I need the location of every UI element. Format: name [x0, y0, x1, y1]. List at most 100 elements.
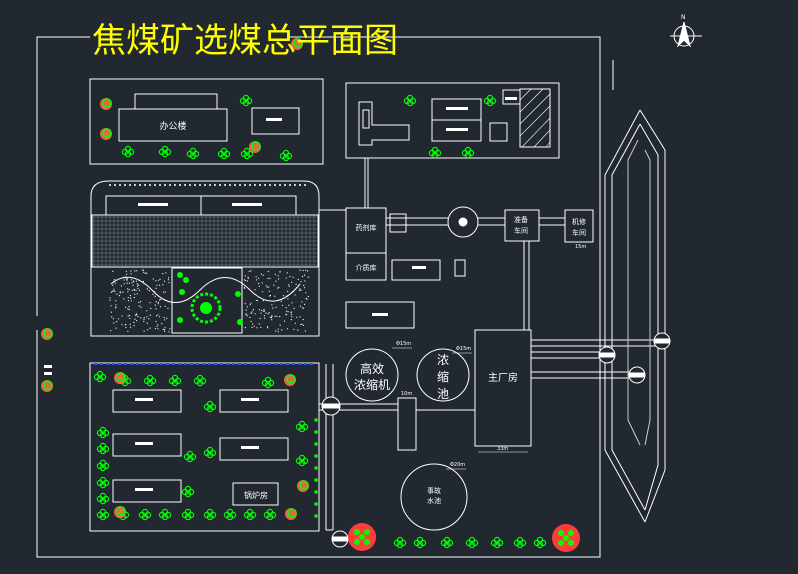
staff-compound — [89, 362, 320, 532]
fountain-icon — [190, 292, 222, 324]
tree-icon — [461, 146, 475, 159]
tree-icon — [295, 420, 309, 433]
hedge-dots — [109, 184, 309, 333]
plaza-garden — [171, 267, 243, 334]
tree-icon — [96, 476, 110, 489]
label-office: 办公楼 — [159, 120, 186, 132]
shrub-icon — [297, 480, 309, 492]
flower-bed-icon — [348, 523, 376, 551]
label-accident-1: 事故 — [427, 486, 441, 495]
tree-icon — [393, 536, 407, 549]
tree-icon — [513, 536, 527, 549]
tree-icon — [203, 400, 217, 413]
dormitory-1 — [112, 389, 182, 413]
tree-icon — [96, 508, 110, 521]
label-thickener-1: 高效 — [360, 361, 384, 376]
label-reagent: 药剂库 — [356, 223, 377, 232]
label-medium: 介质库 — [356, 263, 377, 272]
dormitory-5 — [112, 479, 182, 503]
accident-pool — [400, 463, 468, 531]
shrub-icon — [100, 128, 112, 140]
substation — [358, 101, 410, 146]
tree-icon — [533, 536, 547, 549]
hatch-pattern — [519, 88, 551, 148]
railway-inner-left — [611, 123, 646, 511]
tree-icon — [186, 147, 200, 160]
tree-icon — [181, 508, 195, 521]
tree-icon — [96, 459, 110, 472]
tree-icon — [96, 492, 110, 505]
tree-icon — [181, 485, 195, 498]
dormitory-2 — [219, 389, 289, 413]
tree-icon — [403, 94, 417, 107]
dim-pump: 10m — [401, 391, 412, 397]
north-label: N — [681, 14, 686, 21]
yard-compound — [345, 82, 560, 159]
shrub-icon — [291, 38, 303, 50]
label-conc-1: 浓 — [437, 353, 449, 367]
shrub-icon — [41, 328, 53, 340]
dim-main-width: 33m — [497, 446, 508, 452]
prep-workshop — [504, 209, 540, 242]
site-boundary — [36, 36, 601, 558]
main-plant — [474, 329, 532, 447]
dormitory-3 — [112, 433, 182, 457]
pump-units — [321, 217, 671, 548]
tree-icon — [193, 374, 207, 387]
transfer-tower — [447, 206, 479, 238]
plaza-outline — [90, 180, 320, 337]
tree-icon — [428, 146, 442, 159]
tree-icon — [158, 145, 172, 158]
tree-icon — [96, 426, 110, 439]
shrub-icon — [114, 506, 126, 518]
tree-icon — [465, 536, 479, 549]
tree-icon — [263, 508, 277, 521]
office-compound — [89, 78, 324, 165]
shrub-icon — [41, 380, 53, 392]
shrub-icon — [249, 141, 261, 153]
garden-shrub-icon — [177, 272, 183, 278]
plaza-path — [110, 276, 301, 303]
shrub-icon — [285, 508, 297, 520]
tree-icon — [440, 536, 454, 549]
tree-icon — [240, 147, 254, 160]
dim-thickener: Φ15m — [396, 341, 411, 347]
railway-inner-right — [639, 123, 659, 511]
paving-grid — [92, 215, 318, 267]
shrub-icon — [100, 98, 112, 110]
tree-icon — [413, 536, 427, 549]
north-arrow-icon — [670, 21, 702, 48]
railway-outer-left — [604, 109, 646, 523]
thickener — [345, 348, 399, 402]
dormitory-4 — [219, 437, 289, 461]
drawing-title: 焦煤矿选煤总平面图 — [92, 21, 398, 61]
tree-icon — [203, 446, 217, 459]
process-building-small — [391, 259, 441, 281]
tree-icon — [121, 145, 135, 158]
label-repair-1: 机修 — [572, 217, 586, 226]
shrub-icon — [114, 372, 126, 384]
water-pump-room — [397, 397, 417, 451]
hatched-storage — [519, 88, 551, 148]
label-main-plant: 主厂房 — [488, 371, 518, 384]
repair-workshop — [564, 209, 594, 243]
landscaping-trees — [41, 38, 580, 552]
tree-icon — [239, 94, 253, 107]
dim-accident: Φ20m — [450, 462, 465, 468]
process-building-long — [345, 301, 415, 329]
tree-icon — [261, 376, 275, 389]
tree-icon — [203, 508, 217, 521]
road-green-markers — [314, 418, 318, 518]
tree-icon — [168, 374, 182, 387]
tree-icon — [158, 508, 172, 521]
tree-icon — [93, 370, 107, 383]
garden-shrub-icon — [237, 319, 243, 325]
yard-building-c — [489, 122, 508, 142]
tree-icon — [96, 442, 110, 455]
tree-icon — [138, 508, 152, 521]
garage-building — [251, 107, 300, 135]
tree-icon — [223, 508, 237, 521]
tree-icon — [243, 508, 257, 521]
